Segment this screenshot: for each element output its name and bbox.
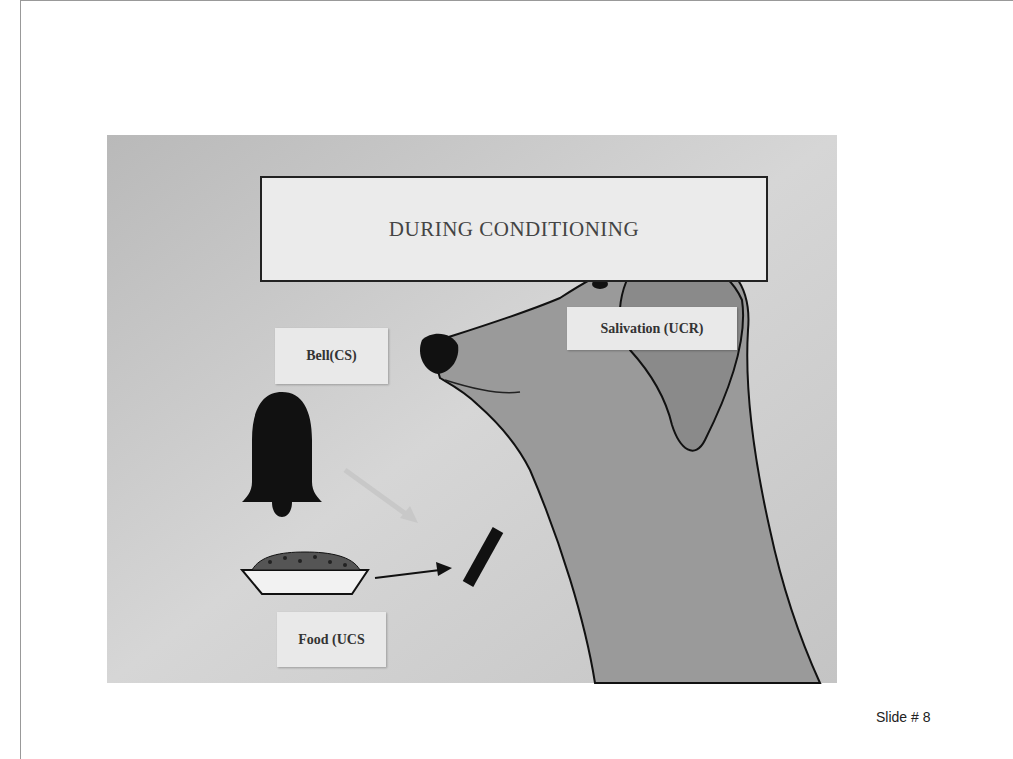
food-bowl xyxy=(242,570,368,594)
dog-head xyxy=(430,252,820,683)
food-pile xyxy=(252,552,360,570)
dog-ear xyxy=(620,256,743,451)
label-slip: Salivation (UCR) xyxy=(567,307,737,350)
bell-symbol xyxy=(242,392,322,517)
label-slip: Food (UCS xyxy=(277,612,386,667)
frame-line xyxy=(20,0,21,759)
bell-arrow-head xyxy=(400,506,418,523)
saliva-strip xyxy=(468,530,498,584)
food-texture xyxy=(268,555,347,567)
title-box: DURING CONDITIONING xyxy=(260,176,768,282)
bell-arrow xyxy=(345,470,410,517)
frame-line xyxy=(20,0,1013,1)
slip-text: Food (UCS xyxy=(298,632,365,648)
dog-nose xyxy=(420,334,458,374)
food-arrow-head xyxy=(436,562,452,576)
slide-number: Slide # 8 xyxy=(876,709,930,725)
food-arrow xyxy=(375,570,440,578)
photo-background xyxy=(107,135,837,683)
title-text: DURING CONDITIONING xyxy=(389,217,639,242)
dog-mouth xyxy=(445,380,520,393)
slip-text: Bell(CS) xyxy=(306,348,357,364)
slip-text: Salivation (UCR) xyxy=(600,321,703,337)
label-slip: Bell(CS) xyxy=(275,328,388,384)
